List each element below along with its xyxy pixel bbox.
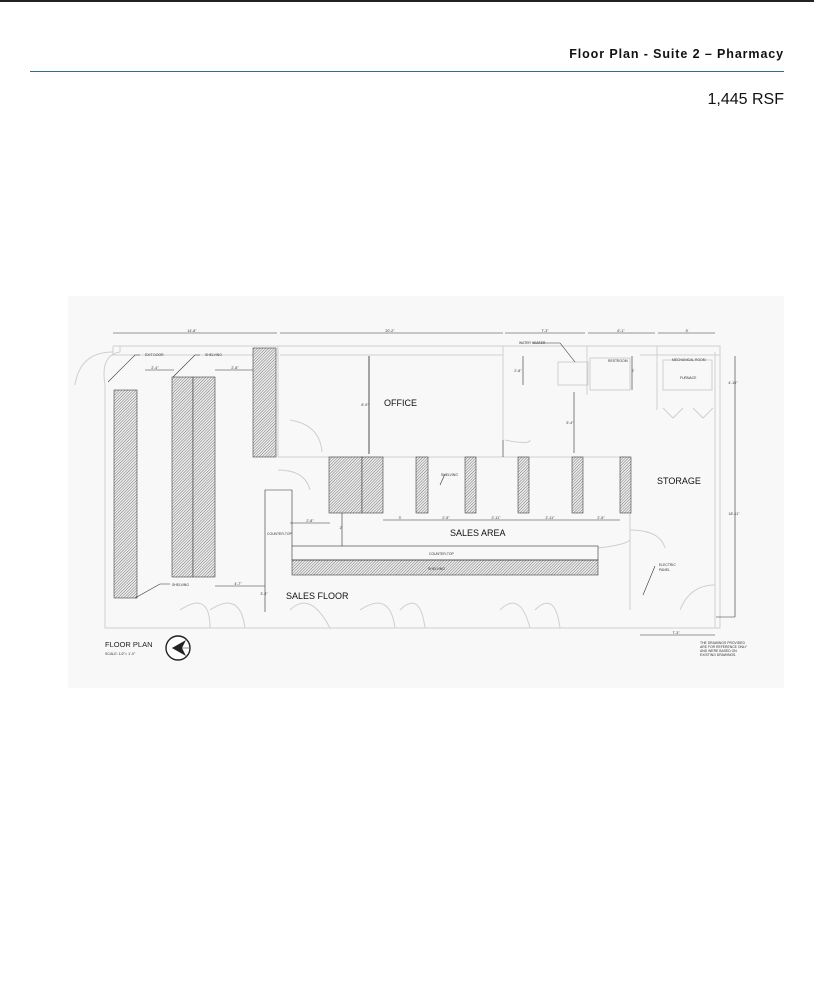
dimension: 2'-8" bbox=[231, 366, 239, 370]
label-exit-door: EXIT DOOR bbox=[145, 353, 164, 357]
walls bbox=[74, 345, 721, 629]
dimension: 2'-5" bbox=[597, 516, 605, 520]
dimension: 18'-11" bbox=[729, 512, 741, 516]
dimension: 2'-5" bbox=[442, 516, 450, 520]
room-label-sales-floor: SALES FLOOR bbox=[286, 591, 349, 601]
room-label-storage: STORAGE bbox=[657, 476, 701, 486]
dimension: 7'-3" bbox=[541, 329, 549, 333]
svg-text:AND WERE BASED ON: AND WERE BASED ON bbox=[700, 649, 737, 653]
dimension: 3'-3" bbox=[260, 592, 268, 596]
dimension: 2'-8" bbox=[514, 369, 522, 373]
dimension: 6'-1" bbox=[617, 329, 625, 333]
rentable-square-feet: 1,445 RSF bbox=[707, 91, 784, 108]
label-counter-top: COUNTER-TOP bbox=[429, 552, 455, 556]
label-electric-panel: PANEL bbox=[659, 568, 670, 572]
dimension: 20'-2" bbox=[385, 329, 395, 333]
dimension: 2'-4" bbox=[151, 366, 159, 370]
title-divider bbox=[30, 71, 784, 72]
label-electric-panel: ELECTRIC bbox=[659, 563, 676, 567]
label-water-heater: WATER HEATER bbox=[519, 341, 546, 345]
shelving-units bbox=[113, 347, 632, 599]
leader-lines bbox=[107, 342, 656, 599]
dimension: 3' bbox=[399, 516, 402, 520]
dimension: 7'-3" bbox=[672, 631, 680, 635]
disclaimer: THE DRAWINGS PROVIDED ARE FOR REFERENCE … bbox=[700, 641, 748, 657]
page-title: Floor Plan - Suite 2 – Pharmacy bbox=[569, 47, 784, 61]
svg-text:ARE FOR REFERENCE ONLY: ARE FOR REFERENCE ONLY bbox=[700, 645, 748, 649]
svg-text:EXISTING DRAWINGS.: EXISTING DRAWINGS. bbox=[700, 653, 736, 657]
label-furnace: FURNACE bbox=[680, 376, 697, 380]
svg-text:THE DRAWINGS PROVIDED: THE DRAWINGS PROVIDED bbox=[700, 641, 745, 645]
label-mechanical-room: MECHANICAL ROOM bbox=[672, 358, 706, 362]
dimension: 5' bbox=[686, 329, 689, 333]
dimension: 2'-11" bbox=[546, 516, 556, 520]
label-shelving: SHELVING bbox=[428, 567, 445, 571]
dimension: 5'-4" bbox=[566, 421, 574, 425]
dimension: 8'-9" bbox=[361, 403, 369, 407]
dimension: 14'-8" bbox=[187, 329, 197, 333]
label-shelving: SHELVING bbox=[441, 473, 458, 477]
top-border bbox=[0, 0, 814, 2]
room-label-sales-area: SALES AREA bbox=[450, 528, 506, 538]
dimension: 2'-8" bbox=[306, 519, 314, 523]
label-shelving: SHELVING bbox=[205, 353, 222, 357]
floor-plan-legend-title: FLOOR PLAN bbox=[105, 640, 153, 649]
counter-top bbox=[291, 545, 599, 561]
counter-top-side bbox=[264, 489, 293, 577]
floor-plan-scale: SCALE: 1/2"= 1'-0" bbox=[105, 652, 136, 656]
dimension-labels: 14'-8" 20'-2" 7'-3" 6'-1" 5' 2'-4" 2'-8"… bbox=[151, 329, 740, 635]
dimension: 2' bbox=[340, 526, 343, 530]
label-counter-top: COUNTER-TOP bbox=[267, 532, 293, 536]
label-restroom: RESTROOM bbox=[608, 359, 628, 363]
room-label-office: OFFICE bbox=[384, 398, 417, 408]
dimension: 2' bbox=[632, 369, 635, 373]
north-arrow-icon bbox=[165, 635, 191, 661]
dimension-lines bbox=[113, 332, 736, 636]
dimension: 4'-7" bbox=[234, 582, 242, 586]
dimension: 2'-11" bbox=[492, 516, 502, 520]
dimension: 4'-10" bbox=[728, 381, 738, 385]
label-shelving: SHELVING bbox=[172, 583, 189, 587]
